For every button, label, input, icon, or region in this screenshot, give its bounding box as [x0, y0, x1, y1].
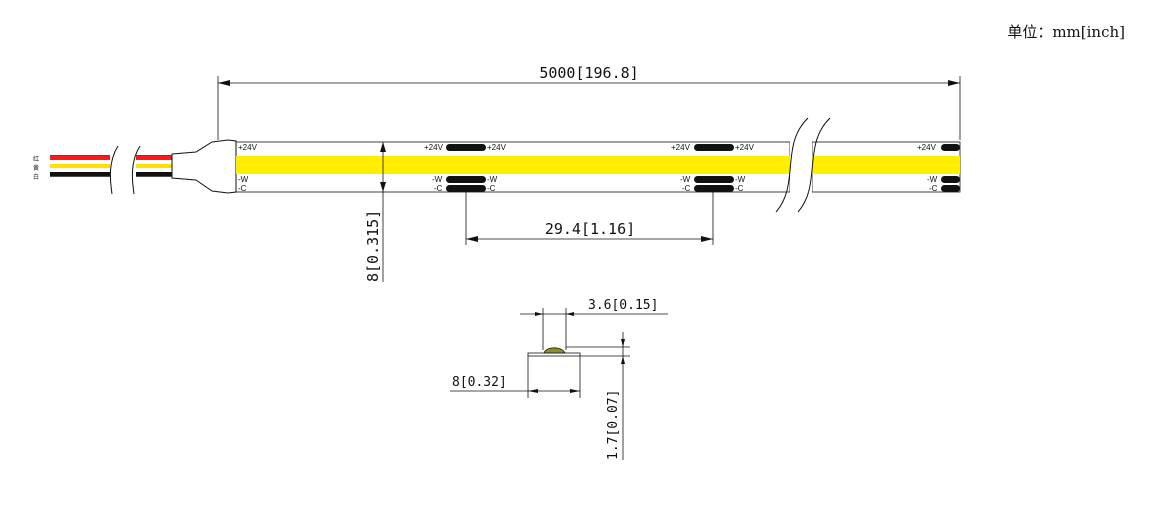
cut-pitch-label: 29.4[1.16] — [545, 220, 635, 238]
led-cross-section: 3.6[0.15] 8[0.32] 1.7[0.07] — [450, 298, 668, 460]
pad-label-positive: +24V — [238, 143, 258, 152]
led-width-label: 3.6[0.15] — [588, 298, 658, 313]
pad-label-positive: +24V — [671, 143, 691, 152]
pad-label-warm: -W — [927, 175, 938, 184]
led-strip — [235, 117, 961, 213]
pad-label-warm: -W — [487, 175, 498, 184]
width-dimension: 8[0.315] — [364, 142, 386, 282]
pad-label-warm: -W — [735, 175, 746, 184]
height-label: 1.7[0.07] — [606, 390, 621, 460]
total-length-dimension: 5000[196.8] — [217, 64, 961, 140]
wires-right — [136, 155, 172, 177]
pad-label-cool: -C — [487, 184, 496, 193]
unit-label: 单位：mm[inch] — [1007, 23, 1125, 41]
width-label: 8[0.315] — [364, 210, 382, 282]
pad-label-cool: -C — [735, 184, 744, 193]
cut-pitch-dimension: 29.4[1.16] — [465, 192, 714, 245]
start-pads-left: +24V -W -C — [238, 143, 258, 193]
pad-label-cool: -C — [682, 184, 691, 193]
pad-label-positive: +24V — [424, 143, 444, 152]
pad-label-warm: -W — [432, 175, 443, 184]
total-length-label: 5000[196.8] — [539, 64, 638, 82]
wire-break — [109, 145, 141, 195]
cut-point-2: +24V +24V -W -W -C -C — [671, 143, 755, 193]
wire-label-white: 白 — [33, 173, 39, 181]
pad-label-positive: +24V — [487, 143, 507, 152]
wire-label-yellow: 黄 — [33, 164, 39, 172]
pad-label-positive: +24V — [917, 143, 937, 152]
pad-label-cool: -C — [434, 184, 443, 193]
pad-label-cool: -C — [929, 184, 938, 193]
wire-labels: 红 黄 白 — [33, 155, 39, 181]
cut-point-1: +24V +24V -W -W -C -C — [424, 143, 507, 193]
wires-left — [50, 155, 110, 177]
pcb-width-label: 8[0.32] — [452, 375, 507, 390]
end-cap — [171, 139, 237, 194]
pad-label-warm: -W — [238, 175, 249, 184]
pad-label-positive: +24V — [735, 143, 755, 152]
end-pads-right: +24V -W -C — [917, 143, 960, 193]
pad-label-warm: -W — [680, 175, 691, 184]
pad-label-cool: -C — [238, 184, 247, 193]
wire-label-red: 红 — [33, 155, 39, 163]
